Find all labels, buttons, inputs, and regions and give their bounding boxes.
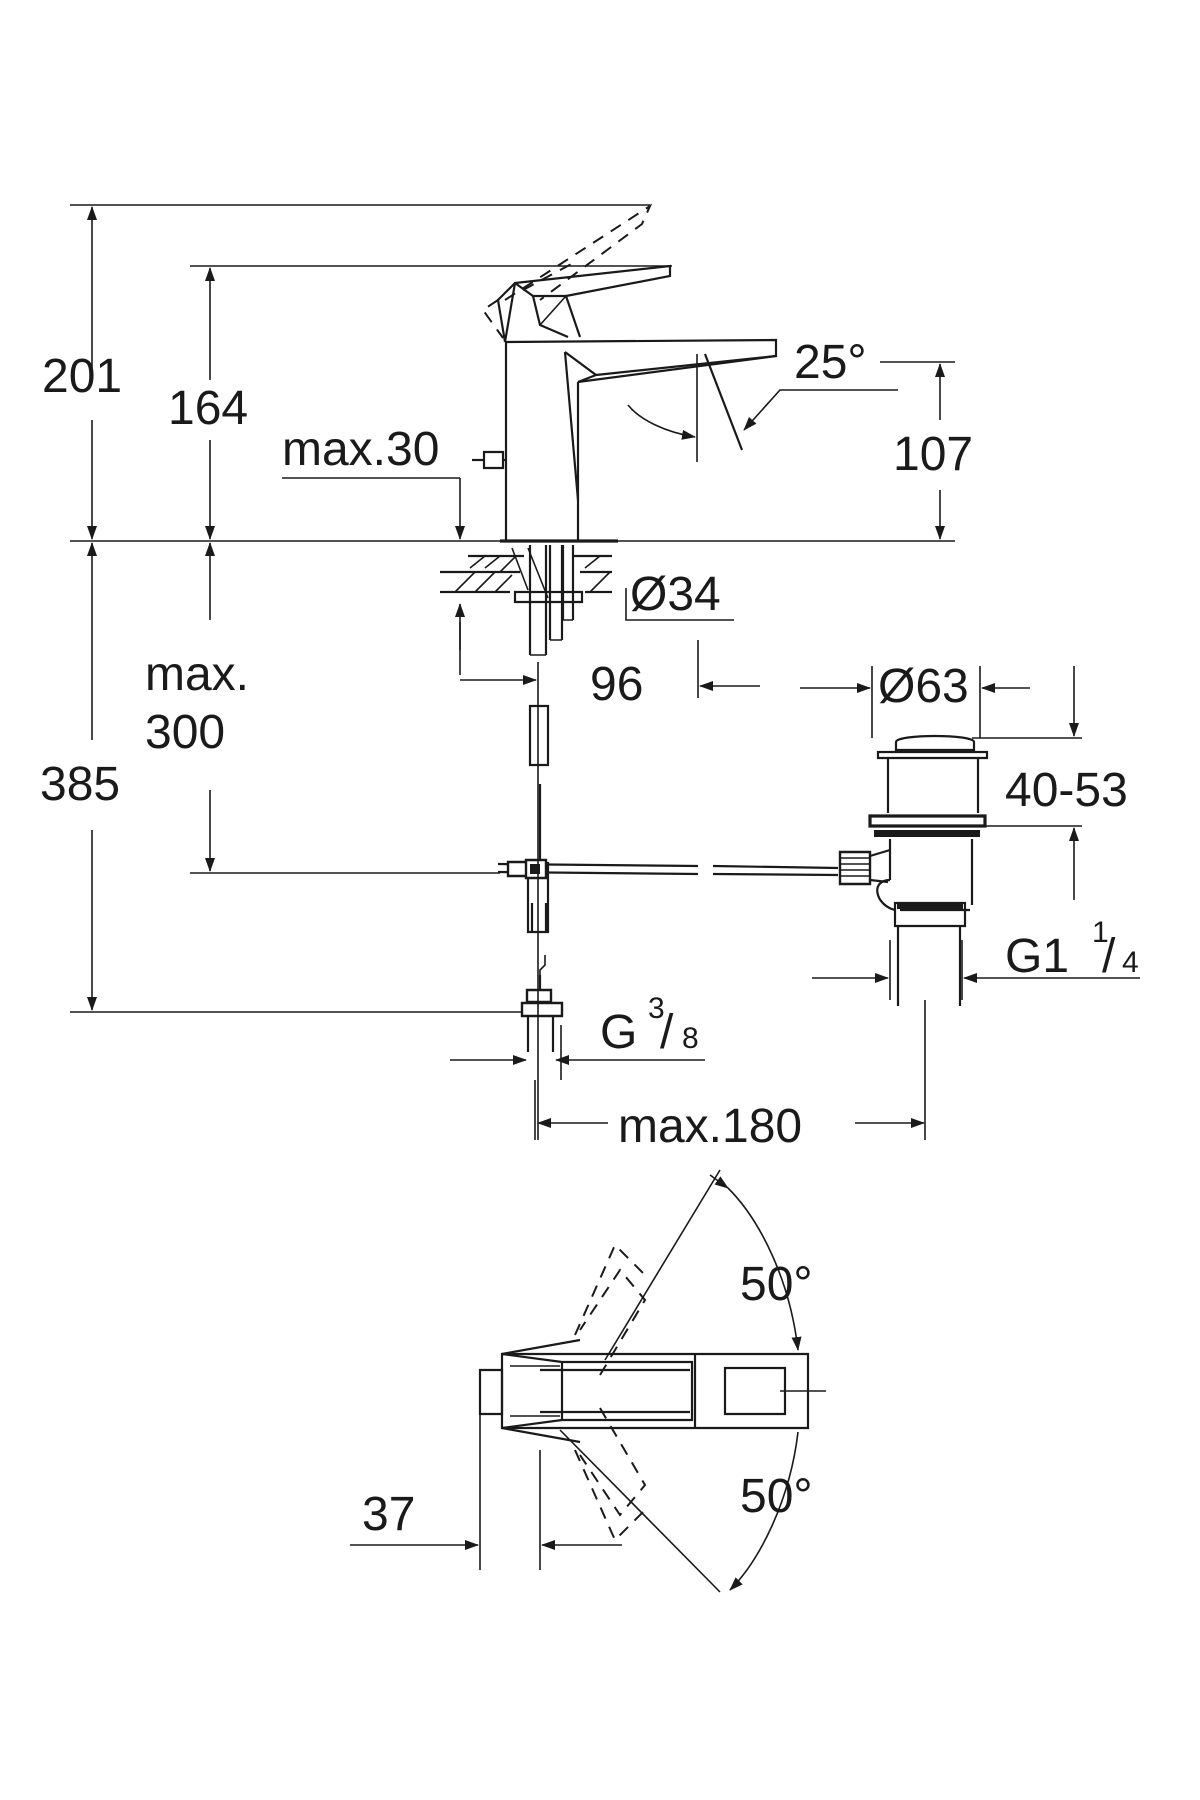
dim-300: 300 (145, 706, 225, 759)
dim-164: 164 (168, 382, 248, 435)
dimension-labels: 201 164 max.30 25° 107 Ø34 max. 300 385 … (40, 336, 1139, 1153)
dim-37: 37 (362, 1488, 415, 1541)
dim-g-num: 3 (648, 992, 665, 1025)
faucet-body (500, 338, 778, 543)
dim-diam-63: Ø63 (878, 660, 969, 713)
dim-50-bottom: 50° (740, 1470, 813, 1523)
dim-50-top: 50° (740, 1258, 813, 1311)
side-elevation: 201 164 max.30 25° 107 Ø34 max. 300 385 … (40, 203, 1140, 1153)
dim-107: 107 (893, 428, 973, 481)
dim-max-30: max.30 (282, 423, 439, 476)
dim-g1-den: 4 (1122, 946, 1139, 979)
dim-96: 96 (590, 658, 643, 711)
dim-g-slash: / (660, 1006, 674, 1059)
plan-view: 50° 50° 37 (350, 1169, 826, 1593)
waste-fitting (838, 734, 989, 1006)
dim-40-53: 40-53 (1005, 764, 1128, 817)
dim-diam-34: Ø34 (630, 568, 721, 621)
lever-handle (496, 264, 672, 343)
dim-201: 201 (42, 350, 122, 403)
dim-max-180: max.180 (618, 1100, 802, 1153)
popup-linkage (497, 858, 839, 880)
dim-g1-slash: / (1102, 930, 1116, 983)
supply-hoses (511, 545, 575, 1052)
dim-max-label: max. (145, 648, 249, 701)
counter-top-section (440, 554, 612, 604)
dim-g1-num: 1 (1092, 916, 1109, 949)
dim-g-den: 8 (682, 1022, 699, 1055)
extension-lines (70, 204, 1082, 1140)
popup-rod (472, 450, 506, 470)
dim-g: G (600, 1006, 637, 1059)
dim-385: 385 (40, 758, 120, 811)
dim-g1: G1 (1005, 930, 1069, 983)
dimension-lines (87, 206, 1140, 1128)
dim-25-deg: 25° (794, 336, 867, 389)
